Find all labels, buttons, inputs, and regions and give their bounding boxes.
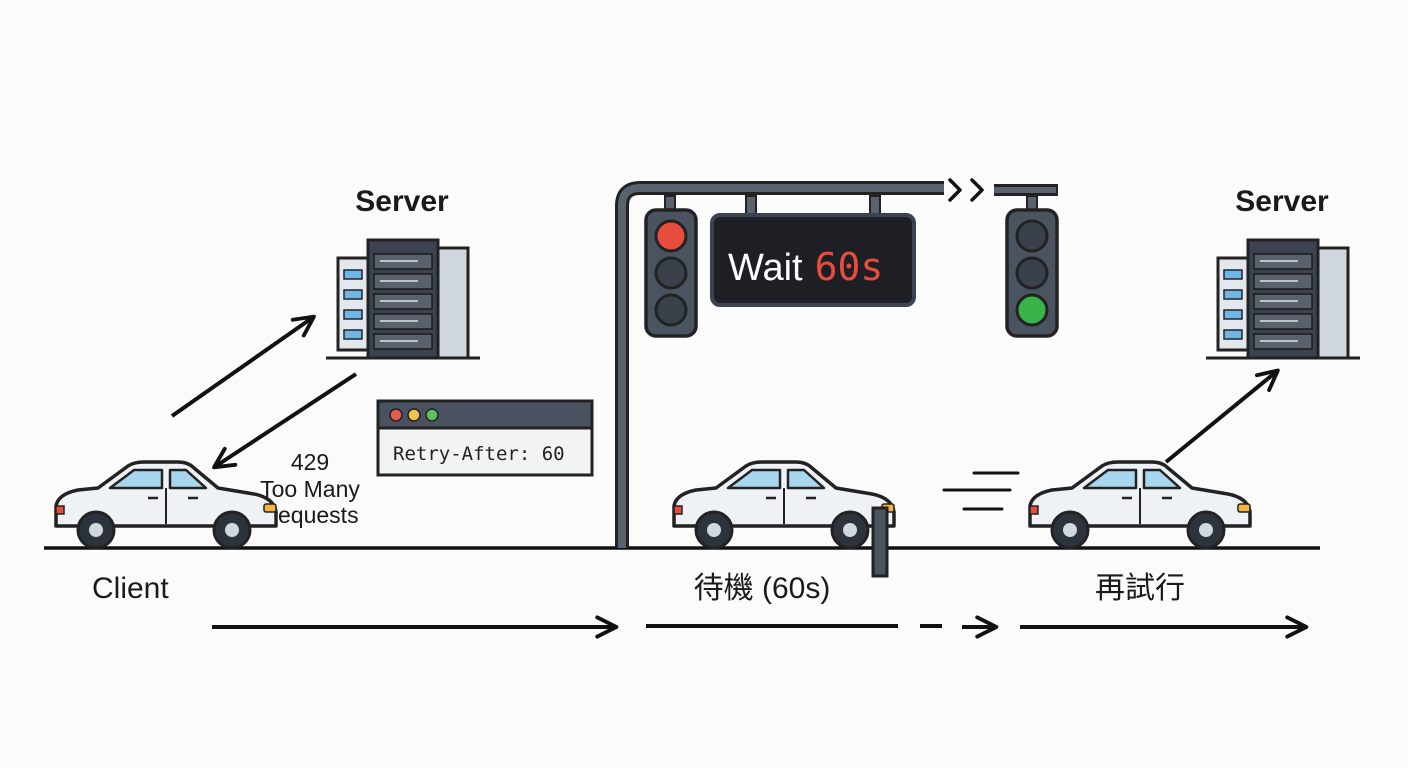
server-right-icon xyxy=(1204,238,1362,360)
waiting-car-icon xyxy=(672,460,896,550)
wait-word: Wait xyxy=(728,247,803,289)
response-arrow xyxy=(212,372,358,470)
stop-barrier xyxy=(871,506,889,578)
server-right-label: Server xyxy=(1235,185,1329,218)
wait-sign: Wait 60s xyxy=(710,213,916,307)
speed-lines-icon xyxy=(942,471,1020,511)
server-left-label: Server xyxy=(355,185,449,218)
server-left-icon xyxy=(324,238,482,360)
retrying-car-icon xyxy=(1028,460,1252,550)
traffic-light-red-icon xyxy=(644,208,698,338)
retry-request-arrow xyxy=(1164,368,1280,464)
wait-phase-label: 待機 (60s) xyxy=(694,572,831,605)
traffic-light-green-icon xyxy=(1005,208,1059,338)
retry-after-header: Retry-After: 60 xyxy=(393,443,565,465)
client-car-icon xyxy=(54,460,278,550)
wait-sign-text: Wait 60s xyxy=(728,245,883,289)
signal-pole-inner xyxy=(618,184,944,548)
status-text-line1: Too Many xyxy=(260,476,360,502)
status-code: 429 xyxy=(291,449,329,475)
terminal-window-icon: Retry-After: 60 xyxy=(376,399,594,477)
wait-countdown: 60s xyxy=(815,245,884,289)
request-arrow xyxy=(170,314,316,418)
chevron-right-icon xyxy=(948,178,984,202)
retry-phase-label: 再試行 xyxy=(1095,572,1185,605)
client-label: Client xyxy=(92,572,169,605)
